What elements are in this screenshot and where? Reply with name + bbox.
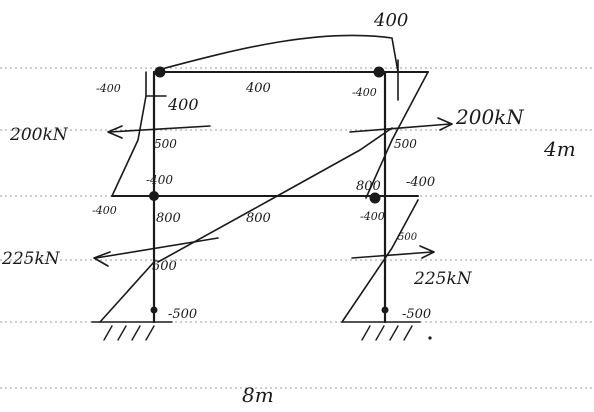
joint-top-left (154, 66, 166, 78)
label-top-beam-mid: 400 (245, 81, 271, 96)
label-lower-right-load: 225kN (413, 269, 473, 289)
label-upper-right-load: 200kN (455, 105, 525, 129)
lower-right-load-arrow (351, 251, 433, 259)
label-upper-left-shear: 500 (154, 137, 177, 151)
label-mid-left-neg-b: -400 (92, 204, 117, 217)
label-mid-left-neg-a: -400 (146, 173, 173, 187)
joint-base-right (381, 306, 389, 314)
load-arrows (93, 117, 453, 267)
joint-base-left (150, 306, 158, 314)
middle-diagonal (157, 127, 393, 263)
upper-right-load-arrow (349, 123, 451, 133)
right-upper-column-moment (365, 71, 429, 199)
left-lower-column-moment (99, 199, 155, 323)
upper-right-arrowhead (437, 117, 453, 131)
label-top-left-pos: 400 (167, 95, 199, 114)
supports (103, 325, 432, 341)
label-upper-left-load: 200kN (9, 125, 69, 145)
label-base-left: -500 (168, 307, 197, 322)
moment-diagram (91, 34, 429, 323)
label-base-right: -500 (402, 307, 431, 322)
label-mid-right-pos: 800 (356, 179, 381, 194)
label-span: 8m (242, 383, 274, 407)
label-top-left-neg: -400 (96, 82, 121, 95)
label-mid-left-pos: 800 (156, 211, 181, 226)
right-fixed-support (361, 325, 432, 341)
label-top-right-neg: -400 (352, 86, 377, 99)
right-lower-column-moment (341, 199, 419, 323)
label-lower-right-shear: 500 (398, 232, 418, 243)
left-upper-column-moment (111, 95, 147, 197)
joints (149, 66, 389, 314)
joint-mid-left (149, 191, 159, 201)
left-fixed-support (103, 325, 155, 341)
lower-right-arrowhead (419, 245, 435, 259)
label-lower-left-shear: 500 (152, 259, 177, 274)
joint-top-right (373, 66, 385, 78)
upper-left-load-arrow (109, 125, 211, 133)
joint-mid-right (369, 192, 381, 204)
label-top-moment: 400 (373, 10, 408, 31)
label-mid-right-neg-b: -400 (360, 210, 385, 223)
label-story-height: 4m (543, 137, 576, 161)
ruled-lines (0, 67, 594, 389)
label-lower-left-load: 225kN (1, 249, 61, 269)
upper-left-arrowhead (107, 125, 123, 139)
lower-left-arrowhead (93, 251, 111, 267)
roof-moment-curve (157, 34, 399, 73)
label-upper-right-shear: 500 (394, 137, 417, 151)
lower-left-load-arrow (95, 237, 219, 259)
label-mid-beam-mid: 800 (246, 211, 271, 226)
label-mid-right-neg-a: -400 (406, 175, 435, 190)
labels: 400 -400 400 400 -400 500 500 200kN 200k… (1, 10, 576, 407)
